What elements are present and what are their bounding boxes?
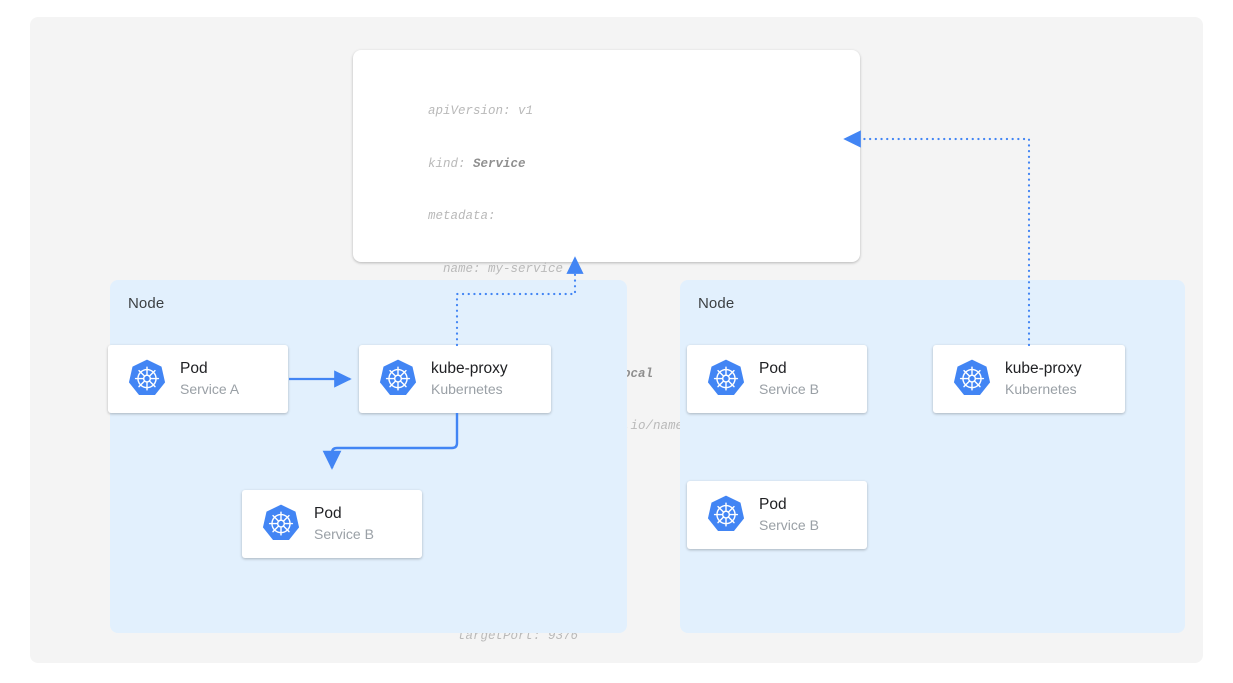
diagram-canvas: apiVersion: v1 kind: Service metadata: n… (30, 17, 1203, 663)
card-subtitle: Service B (314, 526, 374, 542)
card-title: Pod (180, 360, 208, 377)
card-text: kube-proxy Kubernetes (1005, 359, 1082, 399)
kubernetes-icon (951, 358, 993, 400)
card-subtitle: Service A (180, 381, 240, 397)
kubernetes-icon (705, 358, 747, 400)
card-pod-service-b-left[interactable]: Pod Service B (242, 490, 422, 558)
card-subtitle: Service B (759, 381, 819, 397)
card-title: kube-proxy (431, 360, 508, 377)
card-subtitle: Service B (759, 517, 819, 533)
yaml-line: apiVersion: v1 (428, 104, 534, 118)
card-text: Pod Service B (314, 504, 374, 544)
card-kube-proxy-right[interactable]: kube-proxy Kubernetes (933, 345, 1125, 413)
node-region-left: Node (110, 280, 627, 633)
yaml-line: name: my-service (428, 261, 564, 276)
node-label: Node (698, 295, 735, 312)
node-region-right: Node (680, 280, 1185, 633)
kubernetes-icon (126, 358, 168, 400)
yaml-line: metadata: (428, 209, 496, 223)
card-title: Pod (759, 496, 787, 513)
card-subtitle: Kubernetes (1005, 381, 1077, 397)
card-kube-proxy-left[interactable]: kube-proxy Kubernetes (359, 345, 551, 413)
kubernetes-icon (260, 503, 302, 545)
kubernetes-icon (705, 494, 747, 536)
service-yaml-card: apiVersion: v1 kind: Service metadata: n… (353, 50, 860, 643)
card-text: Pod Service A (180, 359, 239, 399)
card-text: kube-proxy Kubernetes (431, 359, 508, 399)
card-title: Pod (759, 360, 787, 377)
card-text: Pod Service B (759, 495, 819, 535)
card-title: Pod (314, 505, 342, 522)
yaml-line: kind: Service (428, 156, 526, 171)
card-text: Pod Service B (759, 359, 819, 399)
card-pod-service-a[interactable]: Pod Service A (108, 345, 288, 413)
card-title: kube-proxy (1005, 360, 1082, 377)
kubernetes-icon (377, 358, 419, 400)
card-subtitle: Kubernetes (431, 381, 503, 397)
node-label: Node (128, 295, 165, 312)
card-pod-service-b-right-top[interactable]: Pod Service B (687, 345, 867, 413)
card-pod-service-b-right-bottom[interactable]: Pod Service B (687, 481, 867, 549)
